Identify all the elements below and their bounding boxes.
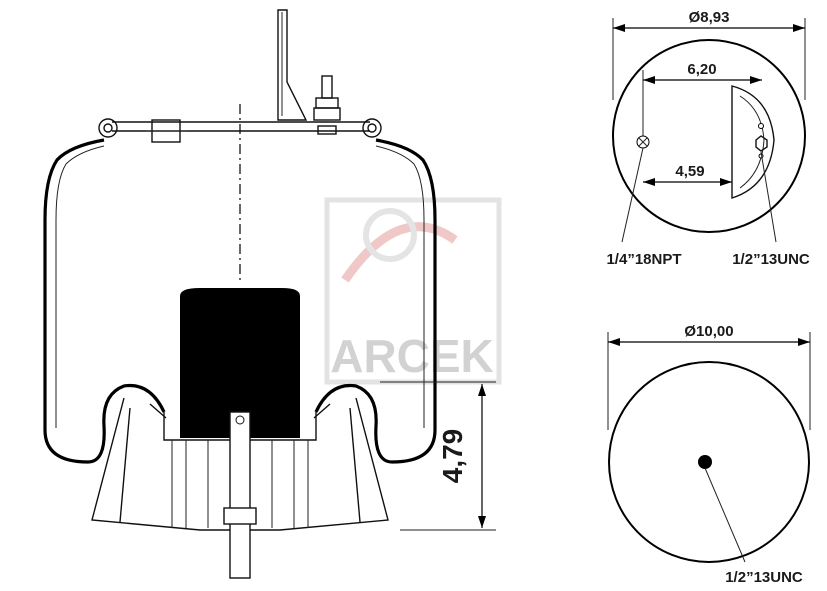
bead-roll-right [362,118,382,138]
watermark-swoosh [341,222,458,283]
watermark: ARCEK [324,197,502,385]
bead-roll-left-inner [103,123,113,133]
offset-label: 4,59 [675,163,704,180]
top-stud-label: 1/2”13UNC [732,251,810,268]
bump-stop [180,288,300,438]
stud-hex [755,135,768,152]
air-port-cross [638,137,648,147]
clamp-ring [149,403,331,419]
bracket-nut-lower [313,107,341,121]
bead-roll-right-inner [367,123,377,133]
bellows-right [314,138,437,464]
top-outer-circle [612,39,806,233]
mounting-bracket [277,9,308,121]
pedestal-rib-1 [119,407,131,523]
center-stud-head [235,415,245,425]
bracket-washer [317,125,337,135]
bottom-od-label: Ø10,00 [684,323,733,340]
bracket-plan-inner [739,95,765,189]
spacing-label: 6,20 [687,61,716,78]
pedestal-rib-2 [349,407,361,523]
side-view: 4,79 [43,9,496,579]
port-leader [621,147,644,243]
center-stud [229,411,251,579]
watermark-wheel [363,208,417,262]
height-dim-label: 4,79 [437,429,468,484]
bracket-bolt [321,75,333,99]
bottom-stud-leader [704,467,746,563]
bead-roll-left [98,118,118,138]
center-stud-nut [223,507,257,525]
bellows-right-inner [375,145,425,428]
bottom-stud-label: 1/2”13UNC [725,569,803,586]
stud-leader [760,151,777,243]
top-view: Ø8,93 6,20 4,59 1/4”18NPT 1/2”13UNC [606,9,809,268]
bottom-stud-dot [698,455,712,469]
bracket-hole-1 [758,123,764,129]
port-label: 1/4”18NPT [606,251,681,268]
bottom-outer-circle [608,361,810,563]
bellows-left-inner [55,145,105,428]
bellows-left [43,138,166,464]
bracket-plan [731,85,775,199]
watermark-text: ARCEK [330,330,494,382]
bracket-nut-upper [315,97,339,109]
top-od-label: Ø8,93 [689,9,730,26]
bottom-view: Ø10,00 1/2”13UNC [607,323,811,586]
